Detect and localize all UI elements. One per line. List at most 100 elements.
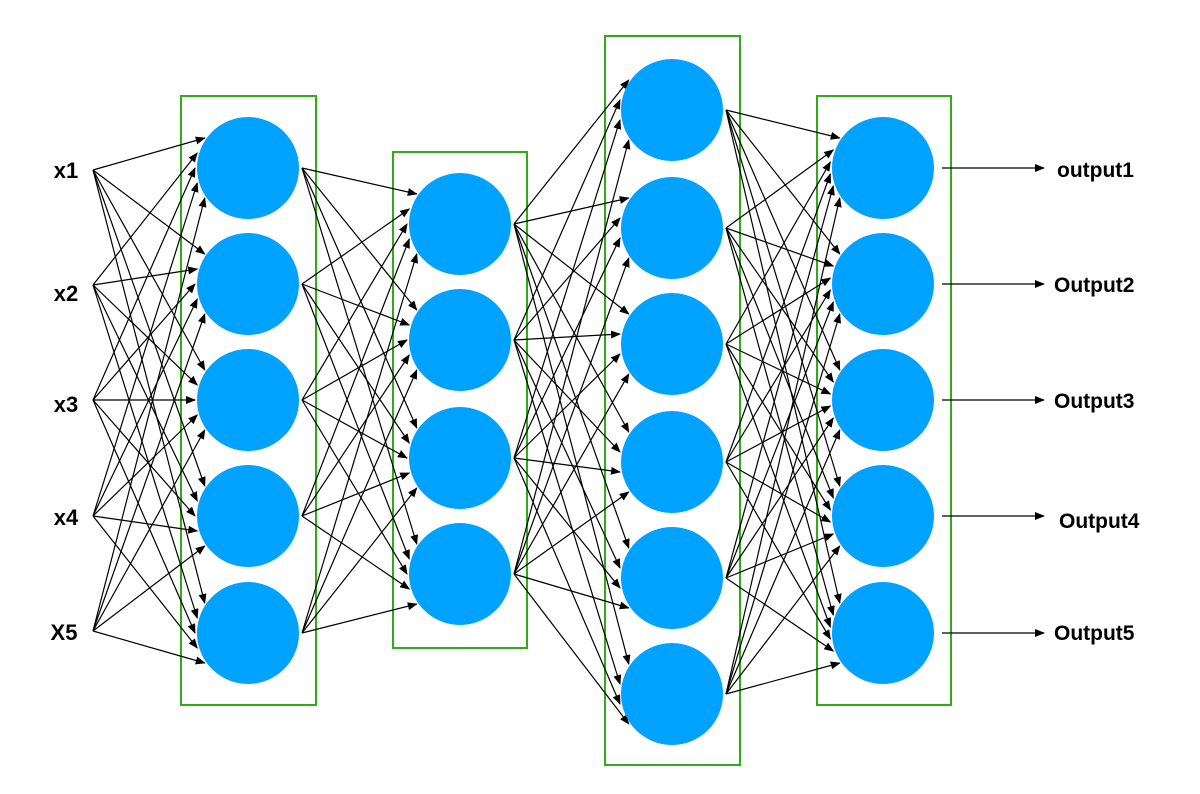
edge-l3n1-l4n1	[725, 109, 841, 140]
neuron-l3-1	[621, 59, 723, 161]
edge-l3n3-l4n4	[725, 343, 831, 511]
edge-l2n2-l3n4	[513, 339, 621, 453]
edge-in2-l1n4	[92, 284, 198, 502]
edge-l2n1-l3n6	[513, 223, 631, 665]
input-label-1: x1	[54, 158, 78, 183]
edge-l2n2-l3n5	[513, 339, 621, 569]
neuron-l4-3	[832, 349, 934, 451]
edge-l1n2-l2n2	[301, 283, 411, 326]
edge-l2n3-l3n3	[513, 353, 621, 459]
edge-in3-l1n1	[92, 167, 196, 401]
input-labels: x1 x2 x3 x4 X5	[51, 158, 79, 645]
connection-edges	[92, 79, 1045, 725]
edge-l3n4-l4n2	[725, 289, 831, 463]
neuron-l3-2	[621, 177, 723, 279]
edge-in3-l1n2	[92, 283, 196, 401]
edge-l1n2-l2n1	[301, 208, 411, 285]
edge-in2-l1n5	[92, 284, 199, 619]
edge-in4-l1n2	[92, 298, 198, 517]
neuron-l1-5	[197, 582, 299, 684]
layer-box-3	[604, 35, 741, 766]
output-label-4: Output4	[1059, 510, 1140, 533]
edge-l3n2-l4n4	[725, 227, 834, 499]
output-label-3: Output3	[1054, 390, 1134, 413]
edge-l1n3-l2n1	[301, 223, 408, 401]
edge-in1-l1n5	[92, 169, 207, 604]
edge-in4-l1n4	[92, 515, 199, 534]
edge-l2n4-l3n5	[513, 573, 630, 610]
edge-l2n3-l3n6	[513, 457, 621, 705]
edge-in5-l1n4	[92, 545, 206, 632]
neuron-l3-6	[621, 643, 723, 745]
edge-l3n6-l4n2	[725, 313, 842, 695]
edge-l1n5-l2n3	[301, 487, 418, 634]
edge-in2-l1n1	[92, 152, 198, 286]
edge-l3n6-l4n5	[725, 661, 841, 695]
edge-in5-l1n5	[92, 630, 206, 665]
neuron-l2-1	[409, 173, 511, 275]
edge-l1n4-l2n4	[301, 515, 411, 590]
edge-l3n5-l4n2	[725, 301, 834, 579]
neuron-l4-2	[832, 233, 934, 335]
neuron-l1-2	[197, 233, 299, 335]
edge-l3n3-l4n2	[725, 277, 832, 345]
neuron-l1-1	[197, 117, 299, 219]
neuron-l3-4	[621, 411, 723, 513]
neuron-l2-4	[409, 523, 511, 625]
edge-in3-l1n5	[92, 399, 196, 634]
edge-l3n6-l4n3	[725, 429, 841, 695]
edge-in1-l1n1	[92, 136, 206, 171]
edge-l1n4-l2n3	[301, 472, 411, 517]
edge-in4-l1n5	[92, 515, 198, 649]
edge-in5-l1n2	[92, 313, 206, 632]
output-labels: output1 Output2 Output3 Output4 Output5	[1054, 159, 1140, 645]
edge-in1-l1n2	[92, 169, 206, 255]
edge-l2n1-l3n4	[513, 223, 630, 433]
edge-l3n5-l4n1	[725, 185, 835, 579]
edge-in3-l1n4	[92, 399, 196, 517]
edge-in2-l1n3	[92, 284, 198, 386]
edge-l1n1-l2n3	[301, 167, 418, 429]
edge-l2n3-l3n2	[513, 237, 621, 459]
edge-l2n4-l3n3	[513, 373, 630, 575]
edge-l2n1-l3n5	[513, 223, 630, 549]
input-label-3: x3	[54, 392, 78, 417]
edge-l1n5-l2n1	[301, 253, 418, 634]
edge-l1n5-l2n2	[301, 369, 418, 634]
edge-l3n5-l4n4	[725, 533, 835, 579]
edge-in1-l1n4	[92, 169, 206, 487]
edge-in2-l1n2	[92, 266, 199, 286]
input-label-2: x2	[54, 281, 78, 306]
edge-l1n3-l2n4	[301, 399, 408, 575]
edge-in5-l1n3	[92, 429, 206, 632]
neuron-l4-1	[832, 117, 934, 219]
edge-l2n4-l3n1	[513, 139, 631, 575]
output-label-5: Output5	[1054, 622, 1135, 645]
edge-l2n3-l3n1	[513, 119, 622, 459]
edge-l3n2-l4n2	[725, 227, 835, 267]
neuron-l1-4	[197, 465, 299, 567]
edge-l2n4-l3n4	[513, 491, 630, 575]
edge-l1n3-l2n3	[301, 399, 408, 459]
edge-l1n2-l2n4	[301, 283, 410, 560]
edge-in1-l1n3	[92, 169, 206, 371]
edge-l3n2-l4n5	[725, 227, 835, 616]
edge-l1n3-l2n2	[301, 339, 408, 401]
edge-l3n5-l4n3	[725, 417, 834, 579]
edge-l3n6-l4n4	[725, 545, 841, 695]
neuron-l4-5	[832, 582, 934, 684]
edge-l3n1-l4n4	[725, 109, 841, 487]
edge-l1n1-l2n1	[301, 167, 418, 196]
output-label-2: Output2	[1054, 274, 1134, 297]
edge-l2n1-l3n1	[513, 79, 630, 225]
edge-in4-l1n1	[92, 182, 199, 517]
edge-l3n4-l4n5	[725, 461, 831, 640]
edge-l2n4-l3n6	[513, 573, 630, 725]
input-label-5: X5	[51, 620, 78, 645]
edge-l3n4-l4n3	[725, 405, 832, 463]
input-label-4: x4	[54, 505, 79, 530]
edge-l3n4-l4n1	[725, 173, 832, 463]
edge-l2n1-l3n3	[513, 223, 630, 315]
edge-l1n1-l2n2	[301, 167, 418, 311]
